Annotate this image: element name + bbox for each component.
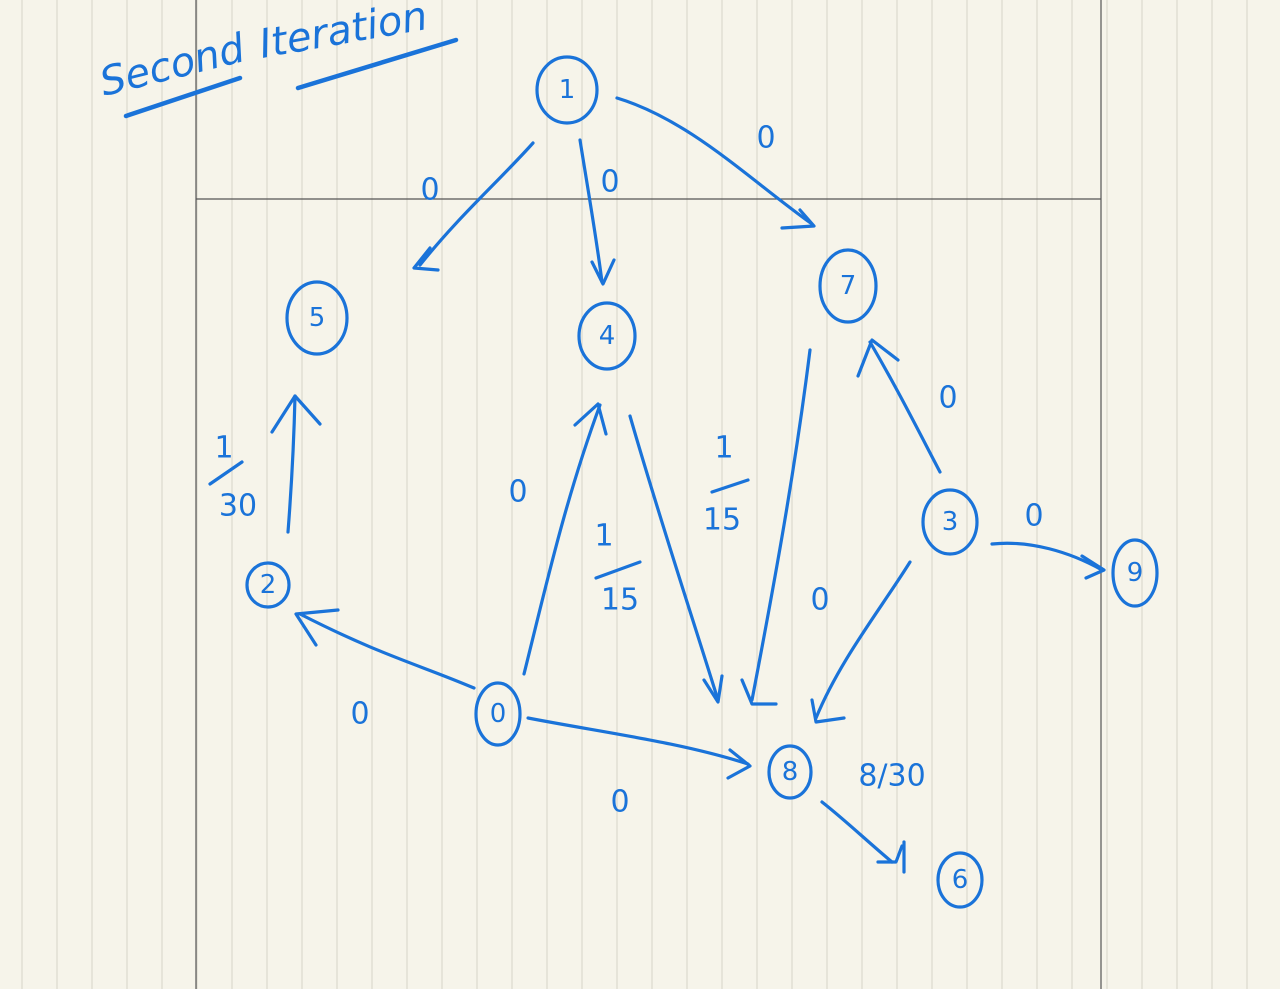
weight-7-8: 1 15 xyxy=(703,431,750,538)
node-7-label: 7 xyxy=(840,271,857,301)
edge-8-to-6 xyxy=(820,800,906,874)
node-8: 8 xyxy=(767,744,813,800)
edge-3-to-9 xyxy=(990,541,1106,580)
weight-2-5-denominator: 30 xyxy=(219,489,257,524)
node-0-label: 0 xyxy=(490,699,507,729)
paper-rule-lines xyxy=(21,0,1248,989)
weight-4-8: 1 15 xyxy=(594,519,642,618)
edge-1-to-4 xyxy=(578,138,616,286)
node-6-label: 6 xyxy=(952,865,969,895)
weight-0-8: 0 xyxy=(610,785,629,820)
edge-1-to-e xyxy=(412,141,535,272)
edge-2-to-5 xyxy=(270,394,322,534)
title: Second Iteration xyxy=(95,0,459,119)
weight-4-8-denominator: 15 xyxy=(601,583,639,618)
node-4: 4 xyxy=(577,301,637,371)
weight-2-5-numerator: 1 xyxy=(214,431,233,466)
weight-0-2: 0 xyxy=(350,697,369,732)
edge-0-to-2 xyxy=(294,608,476,690)
node-4-label: 4 xyxy=(599,321,616,351)
weight-1-e: 0 xyxy=(420,173,439,208)
node-2-label: 2 xyxy=(260,570,277,600)
edge-4-to-8 xyxy=(628,414,724,704)
edge-weights: 0 0 0 1 30 0 0 1 15 1 15 0 0 0 0 8/30 xyxy=(208,121,1044,820)
node-1-label: 1 xyxy=(559,75,576,105)
edge-3-to-7 xyxy=(856,338,942,474)
weight-0-4: 0 xyxy=(508,475,527,510)
edges xyxy=(270,96,1106,874)
edge-0-to-4 xyxy=(522,402,608,676)
node-9: 9 xyxy=(1111,538,1159,608)
node-7: 7 xyxy=(818,248,878,324)
node-8-label: 8 xyxy=(782,757,799,787)
weight-7-8-numerator: 1 xyxy=(714,431,733,466)
node-3: 3 xyxy=(921,488,979,556)
edge-7-to-8 xyxy=(740,348,812,706)
weight-7-8-denominator: 15 xyxy=(703,503,741,538)
nodes: 1 5 4 7 3 9 2 0 xyxy=(245,55,1159,909)
title-underline-2 xyxy=(295,37,459,91)
weight-3-9: 0 xyxy=(1024,499,1043,534)
weight-3-7: 0 xyxy=(938,381,957,416)
node-1: 1 xyxy=(535,55,599,125)
node-5: 5 xyxy=(285,280,349,356)
title-underline-1 xyxy=(123,75,243,119)
edge-0-to-8 xyxy=(526,716,752,780)
page-frame xyxy=(195,0,1102,989)
weight-4-8-numerator: 1 xyxy=(594,519,613,554)
node-3-label: 3 xyxy=(942,507,959,537)
node-5-label: 5 xyxy=(309,303,326,333)
edge-1-to-7 xyxy=(615,96,816,230)
weight-2-5: 1 30 xyxy=(208,431,257,524)
node-9-label: 9 xyxy=(1127,558,1144,588)
node-8-value: 8/30 xyxy=(858,759,925,794)
edge-3-to-8 xyxy=(810,560,912,724)
weight-1-7: 0 xyxy=(756,121,775,156)
node-0: 0 xyxy=(474,681,522,747)
title-word-second: Second xyxy=(95,25,250,105)
node-6: 6 xyxy=(936,851,984,909)
weight-1-4: 0 xyxy=(600,165,619,200)
node-2: 2 xyxy=(245,561,291,609)
weight-3-8: 0 xyxy=(810,583,829,618)
